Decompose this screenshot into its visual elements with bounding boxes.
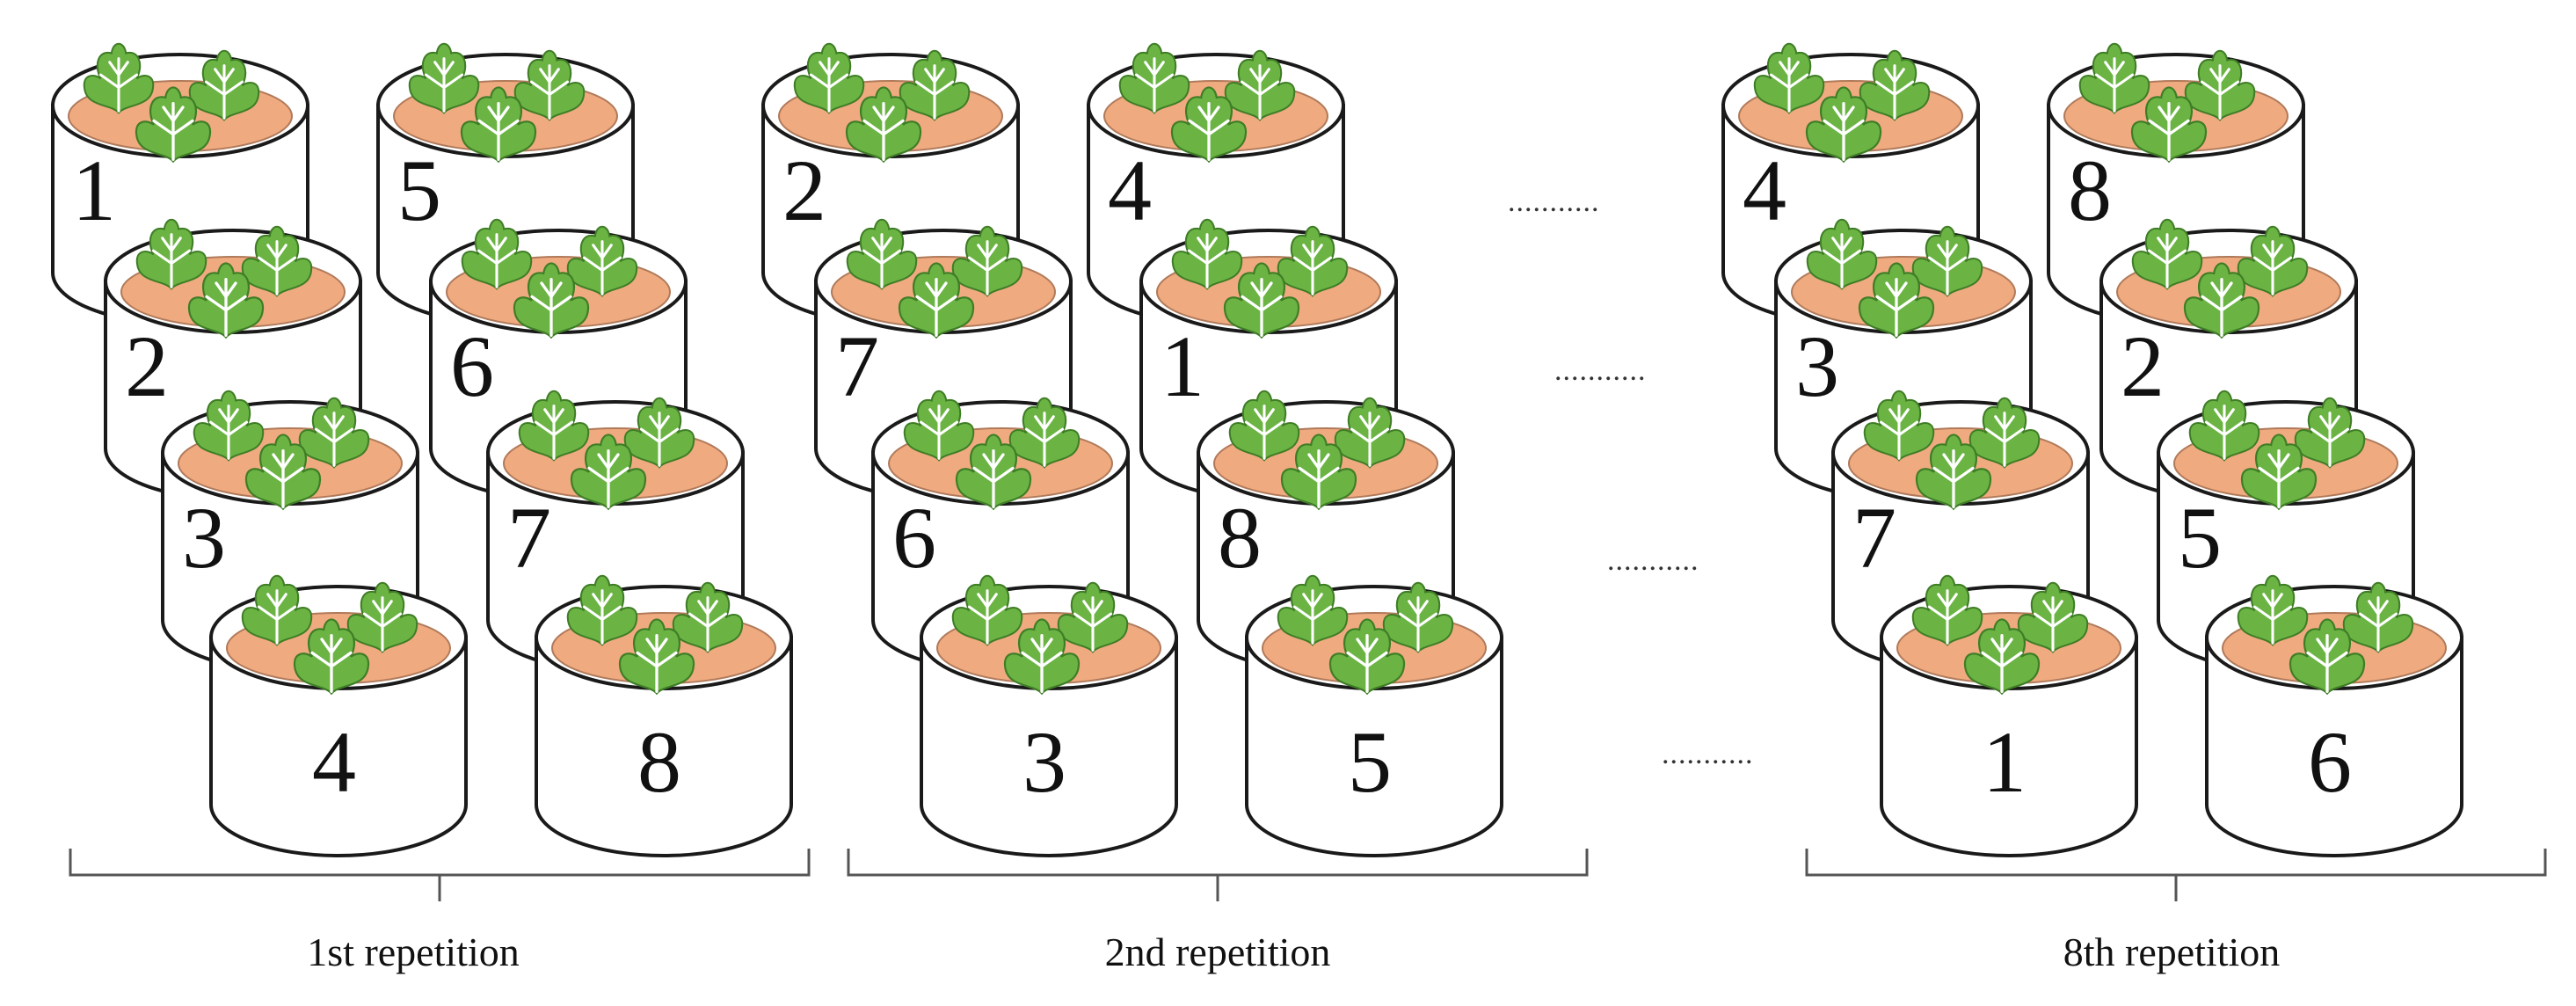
pot-number-label: 1 [72,142,116,239]
pot-number-label: 3 [182,489,226,587]
pot-number-label: 1 [1161,317,1204,415]
repetition-brace [69,849,811,901]
repetition-label: 8th repetition [2063,929,2281,974]
plant-pot: 6 [2205,574,2463,857]
pot-number-label: 3 [1795,317,1839,415]
ellipsis-text: ........... [1554,354,1647,387]
repetition-brace [1805,849,2547,901]
pot-number-label: 5 [2178,489,2222,587]
plant-pot: 4 [209,574,468,857]
plant-pot: 5 [1245,574,1503,857]
pot-number-label: 4 [312,713,356,811]
pot-number-label: 8 [2068,142,2112,239]
leaf-icon [408,42,480,114]
repetition-group: 4 8 3 2 7 5 1 6 8th repetition [1721,42,2547,974]
pot-number-label: 2 [2121,317,2165,415]
plant-pot: 1 [1880,574,2138,857]
pot-body [209,636,468,857]
repetition-group: 2 4 7 1 6 8 3 5 2nd repetition [761,42,1589,974]
leaf-icon [2078,42,2150,114]
pot-number-label: 8 [637,713,681,811]
pot-number-label: 6 [892,489,936,587]
pot-number-label: 4 [1743,142,1786,239]
repetition-group: 1 5 2 6 3 7 4 8 1st repetition [51,42,811,974]
pot-number-label: 6 [2308,713,2352,811]
leaf-icon [793,42,865,114]
pot-number-label: 4 [1108,142,1152,239]
pot-number-label: 2 [782,142,826,239]
plant-pot: 3 [920,574,1178,857]
pot-body [1880,636,2138,857]
plant-pot: 6 [871,390,1130,673]
pot-number-label: 7 [1852,489,1896,587]
pot-body [535,636,793,857]
plant-pot: 8 [535,574,793,857]
ellipsis-text: ........... [1607,544,1699,577]
pot-number-label: 1 [1983,713,2027,811]
pot-number-label: 5 [397,142,441,239]
pot-body [920,636,1178,857]
pot-number-label: 7 [835,317,879,415]
repetition-label: 2nd repetition [1105,929,1331,974]
pot-number-label: 8 [1218,489,1262,587]
pot-number-label: 3 [1022,713,1066,811]
repetition-brace [847,849,1589,901]
pot-number-label: 2 [125,317,169,415]
pot-body [2205,636,2463,857]
leaf-icon [1753,42,1825,114]
pot-number-label: 7 [507,489,551,587]
pot-number-label: 5 [1348,713,1392,811]
ellipsis-dots: ........................................… [1508,186,1754,770]
pot-number-label: 6 [450,317,494,415]
repetition-label: 1st repetition [307,929,519,974]
pot-body [1245,636,1503,857]
ellipsis-text: ........... [1662,738,1754,770]
ellipsis-text: ........... [1508,186,1600,218]
leaf-icon [1118,42,1190,114]
leaf-icon [83,42,155,114]
